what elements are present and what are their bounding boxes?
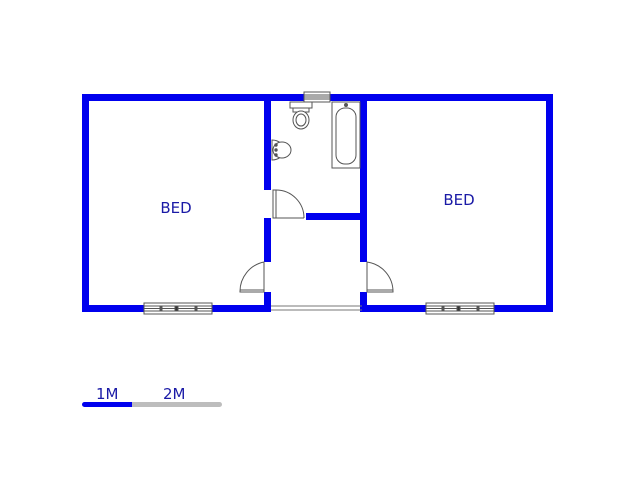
bottom-wall-right-b	[494, 305, 553, 312]
scale-label-2m: 2M	[163, 385, 186, 403]
interior-wall-left-mid	[264, 218, 271, 262]
left-bedroom-door	[239, 261, 265, 293]
scale-bar: 1M 2M	[82, 385, 222, 407]
right-bedroom-door	[366, 261, 394, 293]
bathtub	[331, 101, 361, 169]
room-label-left-bedroom: BED	[160, 199, 191, 217]
right-outer-wall	[546, 94, 553, 312]
bathroom-door	[272, 189, 305, 219]
window-left-bottom	[143, 302, 213, 315]
left-outer-wall	[82, 94, 89, 312]
window-right-bottom	[425, 302, 495, 315]
passage-opening	[271, 305, 362, 311]
interior-wall-right-top	[360, 94, 367, 262]
bottom-wall-left-b	[212, 305, 271, 312]
interior-wall-left-top	[264, 94, 271, 190]
scale-bar-segment-1	[82, 402, 130, 407]
interior-wall-right-bottom	[360, 292, 367, 312]
walls	[82, 94, 553, 312]
top-wall-right	[330, 94, 552, 101]
top-wall-left	[82, 94, 304, 101]
bathroom-south-wall	[306, 213, 364, 220]
scale-label-1m: 1M	[96, 385, 119, 403]
basin	[271, 139, 292, 161]
window-top	[303, 91, 331, 103]
toilet	[289, 101, 313, 130]
bottom-wall-left-a	[82, 305, 144, 312]
bottom-wall-right-a	[362, 305, 426, 312]
interior-wall-left-bottom	[264, 292, 271, 312]
scale-bar-segment-2	[128, 402, 222, 407]
room-label-right-bedroom: BED	[443, 191, 474, 209]
